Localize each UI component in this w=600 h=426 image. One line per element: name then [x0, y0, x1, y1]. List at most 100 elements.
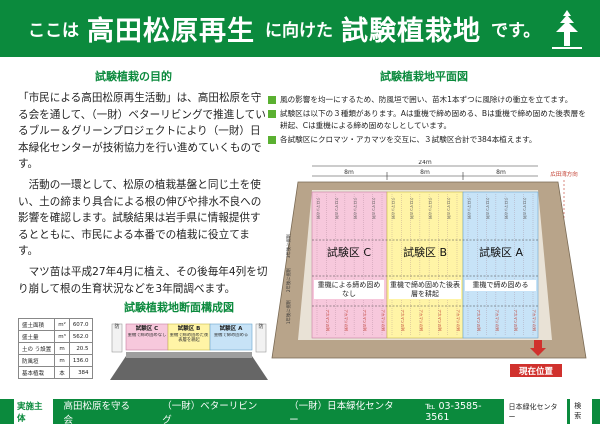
- table-row: 盛土面積 m² 607.0: [17, 318, 93, 331]
- spec-value: 607.0: [68, 318, 93, 331]
- dim-seg-3: 8m: [496, 169, 506, 176]
- layer-b: [168, 352, 210, 358]
- kuromatsu-row-label: クロマツの列: [410, 197, 415, 219]
- xsec-note-b-wrap: 重機で締め固めた後表層を耕起: [169, 333, 209, 343]
- table-row: 土の う設置 m 20.5: [17, 342, 93, 355]
- spec-label: 防風垣: [17, 354, 56, 367]
- spec-unit: 本: [54, 366, 70, 379]
- kuromatsu-row-label: クロマツの列: [391, 197, 396, 219]
- header-mid: に向けた: [265, 21, 333, 41]
- table-row: 防風垣 m 136.0: [17, 354, 93, 367]
- spec-unit: m: [54, 354, 70, 367]
- xsec-zone-c-label: 試験区 C: [136, 324, 158, 332]
- xsec-note-c: 重機で締め固めなし: [127, 333, 167, 338]
- cross-section-title: 試験植栽地断面構成図: [124, 301, 234, 314]
- list-item: 風の影響を均一にするため、防風垣で囲い、苗木1本ずつに風除けの衝立を立てます。: [268, 94, 588, 106]
- plan-desc-b: 重機で締め固めた後表層を耕起: [389, 280, 461, 299]
- here-label: 現在位置: [519, 366, 554, 377]
- plan-zone-a-label: 試験区 A: [479, 245, 523, 259]
- bullet-icon: [268, 136, 276, 144]
- spec-unit: m³: [54, 330, 70, 343]
- plan-desc-c-wrap: 重機による締め固めなし: [314, 280, 384, 299]
- xsec-note-a-wrap: 重機で締め固める: [213, 333, 249, 338]
- spec-value: 20.5: [68, 342, 93, 355]
- xsec-note-c-wrap: 重機で締め固めなし: [127, 333, 167, 338]
- plan-zone-a: [462, 191, 539, 339]
- header-pre: ここは: [28, 21, 79, 41]
- xsec-note-a: 重機で締め固める: [213, 333, 249, 338]
- here-arrow-icon: [530, 340, 546, 356]
- purpose-text: 「市民による高田松原再生活動」は、高田松原を守る会を通して、（一財）ベターリビン…: [18, 90, 268, 301]
- layer-c: [126, 352, 168, 358]
- kuromatsu-row-label: クロマツの列: [447, 197, 452, 219]
- footer-org-2: （一財）ベターリビング: [162, 400, 258, 426]
- plan-desc-b-wrap: 重機で締め固めた後表層を耕起: [389, 280, 461, 299]
- header-site: 試験植栽地: [341, 16, 481, 47]
- footer-tag: 実施主体: [14, 398, 54, 425]
- spec-value: 384: [68, 366, 93, 379]
- kuromatsu-row-label: クロマツの列: [428, 197, 433, 219]
- search-label: 検索: [570, 398, 592, 425]
- xsec-note-b: 重機で締め固めた後表層を耕起: [169, 333, 209, 343]
- akamatsu-row-label: アカマツの列: [476, 309, 481, 331]
- purpose-paragraph-3: マツ苗は平成27年4月に植え、その後毎年4列を切り崩して根の生育状況などを3年間…: [18, 265, 268, 295]
- header-name: 高田松原再生: [87, 16, 255, 47]
- spec-value: 136.0: [68, 354, 93, 367]
- kuromatsu-row-label: クロマツの列: [467, 197, 472, 219]
- footer-org-1: 高田松原を守る会: [63, 400, 130, 426]
- dim-seg-1: 8m: [344, 169, 354, 176]
- fence-east-label: 防: [258, 323, 263, 330]
- purpose-paragraph-2: 活動の一環として、松原の植栽基盤と同じ土を使い、土の締まり具合による根の伸びや排…: [18, 178, 262, 258]
- plan-note-1: 風の影響を均一にするため、防風垣で囲い、苗木1本ずつに風除けの衝立を立てます。: [280, 95, 573, 104]
- dim-seg-2: 8m: [420, 169, 430, 176]
- table-row: 盛土量 m³ 562.0: [17, 330, 93, 343]
- spec-label: 盛土面積: [17, 318, 56, 331]
- spec-table: 盛土面積 m² 607.0 盛土量 m³ 562.0 土の う設置 m 20.5…: [17, 318, 93, 379]
- plan-note-2: 試験区は以下の３種類があります。Aは重機で締め固める、Bは重機で締め固めた後表層…: [280, 109, 586, 130]
- zone-a-box: [209, 323, 253, 351]
- spec-value: 562.0: [68, 330, 93, 343]
- plan-zone-c: [311, 191, 388, 339]
- kuromatsu-row-label: クロマツの列: [504, 197, 509, 219]
- bullet-icon: [268, 96, 276, 104]
- purpose-title: 試験植栽の目的: [95, 70, 172, 83]
- plan-zone-b-label: 試験区 B: [403, 245, 447, 259]
- header-post: です。: [491, 21, 541, 41]
- akamatsu-row-label: アカマツの列: [456, 309, 461, 331]
- table-row: 基本植栽 本 384: [17, 366, 93, 379]
- akamatsu-row-label: アカマツの列: [325, 309, 330, 331]
- plan-notes: 風の影響を均一にするため、防風垣で囲い、苗木1本ずつに風除けの衝立を立てます。 …: [268, 94, 588, 148]
- akamatsu-row-label: アカマツの列: [362, 309, 367, 331]
- akamatsu-row-label: アカマツの列: [381, 309, 386, 331]
- spec-label: 盛土量: [17, 330, 56, 343]
- akamatsu-row-label: アカマツの列: [437, 309, 442, 331]
- header-bar: ここは 高田松原再生 に向けた 試験植栽地 です。: [0, 0, 600, 57]
- footer-tel: ℡ 03-3585-3561: [425, 400, 482, 423]
- bullet-icon: [268, 110, 276, 118]
- akamatsu-row-label: アカマツの列: [495, 309, 500, 331]
- mound-shape: [110, 356, 268, 380]
- fence-east: [255, 323, 267, 353]
- zone-c-box: [125, 323, 169, 351]
- fence-west-label: 防: [114, 323, 119, 330]
- footer-search: 日本緑化センター 検索: [504, 398, 592, 425]
- plan-zone-c-label: 試験区 C: [327, 245, 371, 259]
- dim-total-label: 24m: [418, 160, 432, 166]
- akamatsu-row-label: アカマツの列: [513, 309, 518, 331]
- year3-label: 3年後に掘削: [285, 234, 292, 258]
- year2-label: 2年後に掘削: [285, 268, 292, 292]
- xsec-zone-a-label: 試験区 A: [220, 324, 243, 332]
- footer-org-3: （一財）日本緑化センター: [289, 400, 394, 426]
- plan-desc-a: 重機で締め固める: [465, 280, 536, 291]
- akamatsu-row-label: アカマツの列: [532, 309, 537, 331]
- akamatsu-row-label: アカマツの列: [344, 309, 349, 331]
- spec-unit: m²: [54, 318, 70, 331]
- purpose-paragraph-1: 「市民による高田松原再生活動」は、高田松原を守る会を通して、（一財）ベターリビン…: [18, 92, 266, 171]
- fence-west: [111, 323, 123, 353]
- plan-note-3: 各試験区にクロマツ・アカマツを交互に、３試験区合計で384本植えます。: [280, 135, 537, 144]
- search-keyword: 日本緑化センター: [504, 398, 568, 425]
- plan-title: 試験植栽地平面図: [380, 70, 468, 83]
- year1-label: 1年後に掘削: [285, 300, 292, 324]
